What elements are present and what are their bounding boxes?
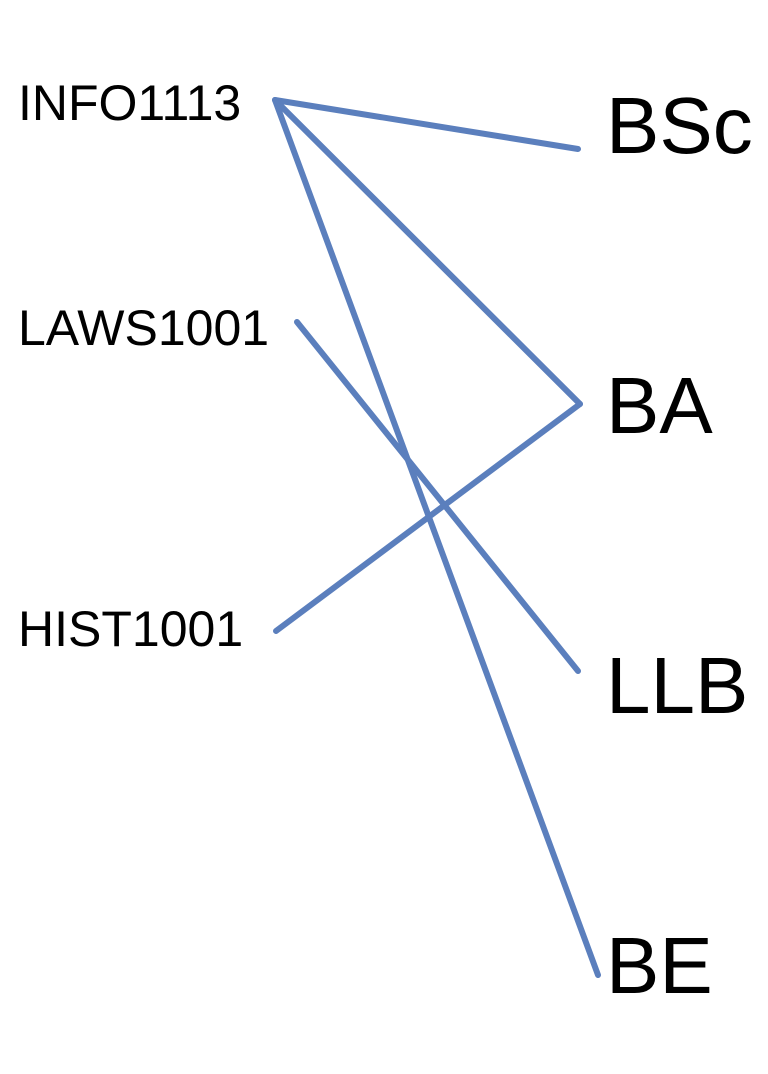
degree-label-be: BE: [606, 921, 713, 1010]
course-label-hist1001: HIST1001: [18, 601, 243, 657]
link-info1113-to-bsc: [272, 97, 581, 152]
course-label-laws1001: LAWS1001: [18, 300, 269, 356]
degree-label-ba: BA: [606, 361, 713, 450]
links-layer: [272, 97, 601, 978]
degree-label-bsc: BSc: [606, 81, 753, 170]
link-laws1001-to-llb: [294, 319, 581, 674]
link-hist1001-to-ba: [273, 401, 583, 634]
degree-label-llb: LLB: [606, 641, 748, 730]
link-info1113-to-ba: [272, 97, 583, 407]
link-info1113-to-be: [272, 97, 601, 978]
course-label-info1113: INFO1113: [18, 75, 241, 131]
